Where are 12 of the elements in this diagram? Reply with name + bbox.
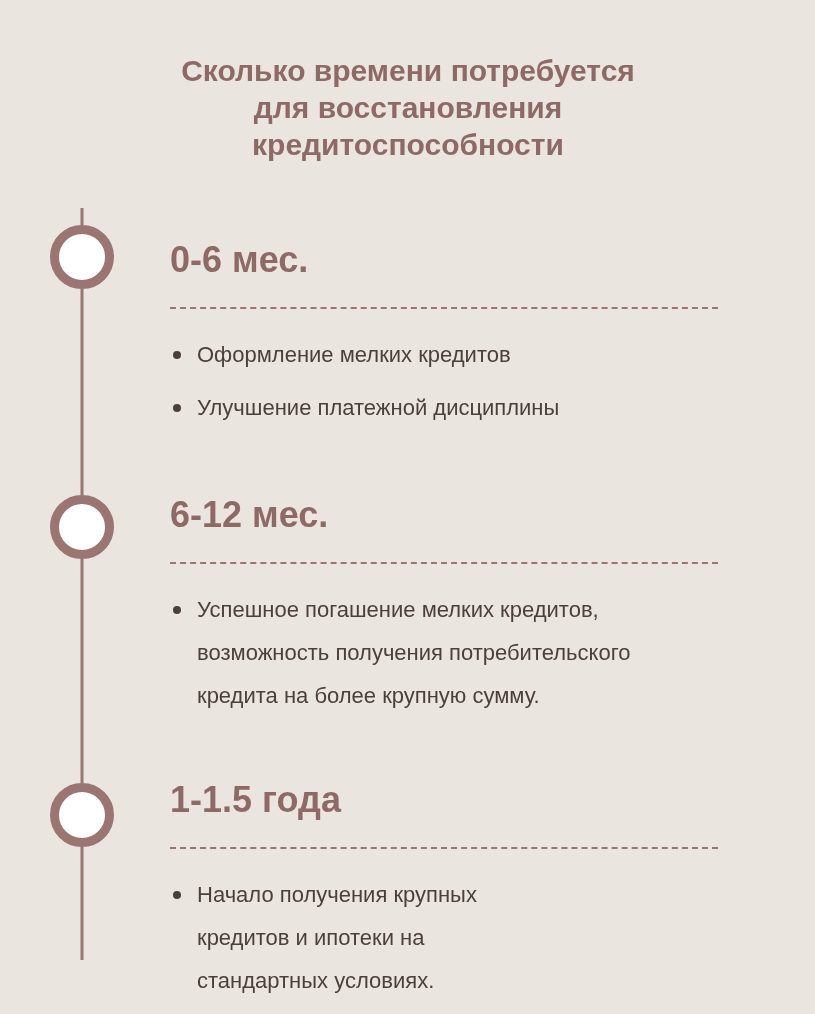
bullet-text: Успешное погашение мелких кредитов, возможность получения потребительского кредита на более крупную сумму. xyxy=(197,596,632,710)
bullet-text: Оформление мелких кредитов xyxy=(197,341,512,369)
timeline-line xyxy=(80,289,84,495)
period-heading: 0-6 мес. xyxy=(170,238,310,282)
timeline-line xyxy=(80,208,84,225)
title: Сколько времени потребуется для восстановления кредитоспособности xyxy=(180,53,636,163)
bullet-text: Улучшение платежной дисциплины xyxy=(197,394,561,422)
bullet-text: Начало получения крупных кредитов и ипотеки на стандартных условиях. xyxy=(197,881,478,995)
timeline-line xyxy=(80,559,84,783)
period-heading: 1-1.5 года xyxy=(170,778,343,822)
timeline-line xyxy=(80,847,84,960)
period-heading: 6-12 мес. xyxy=(170,493,330,537)
